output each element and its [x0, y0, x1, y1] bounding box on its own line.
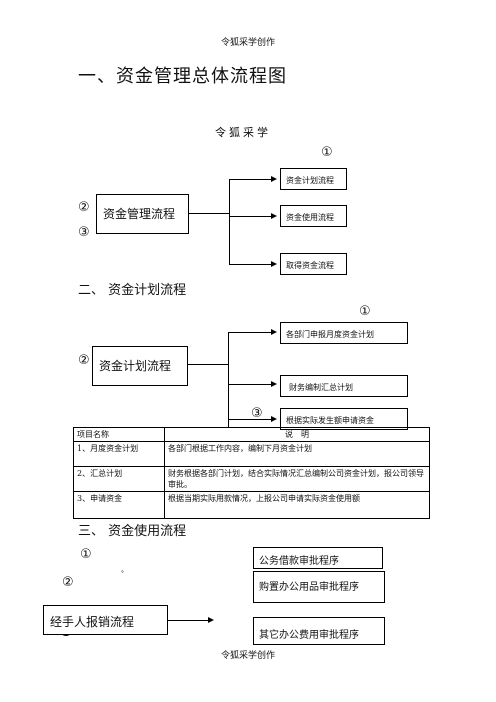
other-expense-label: 其它办公费用审批程序 [259, 630, 359, 641]
office-supplies-label: 购置办公用品审批程序 [259, 582, 359, 593]
table-header-item: 项目名称 [73, 427, 165, 442]
table-header-desc: 说 明 [164, 427, 430, 442]
finance-summary-label: 财务编制汇总计划 [289, 383, 353, 392]
table-row: 1、月度资金计划 各部门根据工作内容，编制下月资金计划 [73, 441, 430, 467]
reimbursement-label: 经手人报销流程 [50, 615, 135, 629]
arrow-2c [271, 416, 277, 422]
section1-marker-3: ③ [78, 225, 90, 240]
table-cell-desc: 财务根据各部门计划，结合实际情况汇总编制公司资金计划，报公司领导审批。 [164, 466, 430, 492]
table-cell-item: 1、月度资金计划 [73, 441, 165, 467]
arrow-2b [271, 381, 277, 387]
finance-summary-box: 财务编制汇总计划 [280, 375, 408, 397]
arrow-2a [271, 329, 277, 335]
section2-title: 二、 资金计划流程 [78, 283, 187, 298]
section1-marker-1: ① [321, 145, 333, 160]
fund-plan-box: 资金计划流程 [92, 346, 188, 386]
fund-management-label: 资金管理流程 [103, 207, 176, 221]
fund-use-flow-box: 资金使用流程 [280, 205, 347, 227]
arrow-3 [208, 617, 214, 623]
section3-tiny-mark: ° [121, 570, 124, 577]
connector-branch-1b [229, 216, 271, 217]
fund-obtain-flow-label: 取得资金流程 [286, 261, 334, 270]
fund-plan-label: 资金计划流程 [99, 359, 172, 373]
section3-marker-2: ② [62, 575, 74, 590]
arrow-1c [271, 261, 277, 267]
table-row: 2、汇总计划 财务根据各部门计划，结合实际情况汇总编制公司资金计划，报公司领导审… [73, 466, 430, 492]
connector-branch-1a [229, 179, 271, 180]
table-row: 3、申请资金 根据当期实际用款情况，上报公司申请实际资金使用额 [73, 491, 430, 519]
fund-use-flow-label: 资金使用流程 [286, 213, 334, 222]
table-cell-item: 2、汇总计划 [73, 466, 165, 492]
connector-main-3 [168, 620, 208, 621]
apply-fund-label: 根据实际发生额申请资金 [286, 416, 374, 425]
arrow-1a [271, 176, 277, 182]
connector-trunk-2 [228, 332, 229, 427]
apply-fund-box: 根据实际发生额申请资金 [280, 408, 408, 430]
section1-title: 一、资金管理总体流程图 [78, 66, 287, 87]
section1-marker-2: ② [78, 200, 90, 215]
table-cell-desc: 根据当期实际用款情况，上报公司申请实际资金使用额 [164, 491, 430, 519]
loan-approval-box: 公务借款审批程序 [253, 547, 383, 569]
section2-marker-2: ② [78, 353, 90, 368]
connector-branch-2a [228, 332, 271, 333]
connector-branch-2b [228, 384, 271, 385]
section3-title: 三、 资金使用流程 [78, 524, 187, 539]
fund-plan-flow-box: 资金计划流程 [280, 168, 347, 190]
table-cell-desc: 各部门根据工作内容，编制下月资金计划 [164, 441, 430, 467]
page-header: 令狐采学创作 [220, 38, 275, 48]
section3-marker-1: ① [80, 547, 92, 562]
fund-management-box: 资金管理流程 [96, 194, 189, 234]
author-line: 令狐采学 [215, 126, 271, 139]
dept-report-label: 各部门申报月度资金计划 [286, 330, 374, 339]
loan-approval-label: 公务借款审批程序 [259, 556, 339, 567]
fund-plan-flow-label: 资金计划流程 [286, 176, 334, 185]
connector-trunk-1 [229, 179, 230, 264]
connector-branch-1c [229, 264, 271, 265]
connector-branch-2c [228, 419, 271, 420]
connector-main-1 [189, 213, 229, 214]
table-header-row: 项目名称 说 明 [73, 427, 430, 442]
fund-plan-table: 项目名称 说 明 1、月度资金计划 各部门根据工作内容，编制下月资金计划 2、汇… [73, 427, 430, 519]
arrow-1b [271, 213, 277, 219]
other-expense-box: 其它办公费用审批程序 [253, 617, 385, 645]
section2-marker-3: ③ [251, 406, 263, 421]
dept-report-box: 各部门申报月度资金计划 [280, 322, 408, 344]
table-cell-item: 3、申请资金 [73, 491, 165, 519]
section2-marker-1: ① [359, 304, 371, 319]
fund-obtain-flow-box: 取得资金流程 [280, 253, 347, 275]
page-footer: 令狐采学创作 [220, 651, 275, 661]
office-supplies-box: 购置办公用品审批程序 [253, 571, 385, 603]
connector-main-2 [188, 364, 228, 365]
reimbursement-box: 经手人报销流程 [43, 605, 168, 635]
